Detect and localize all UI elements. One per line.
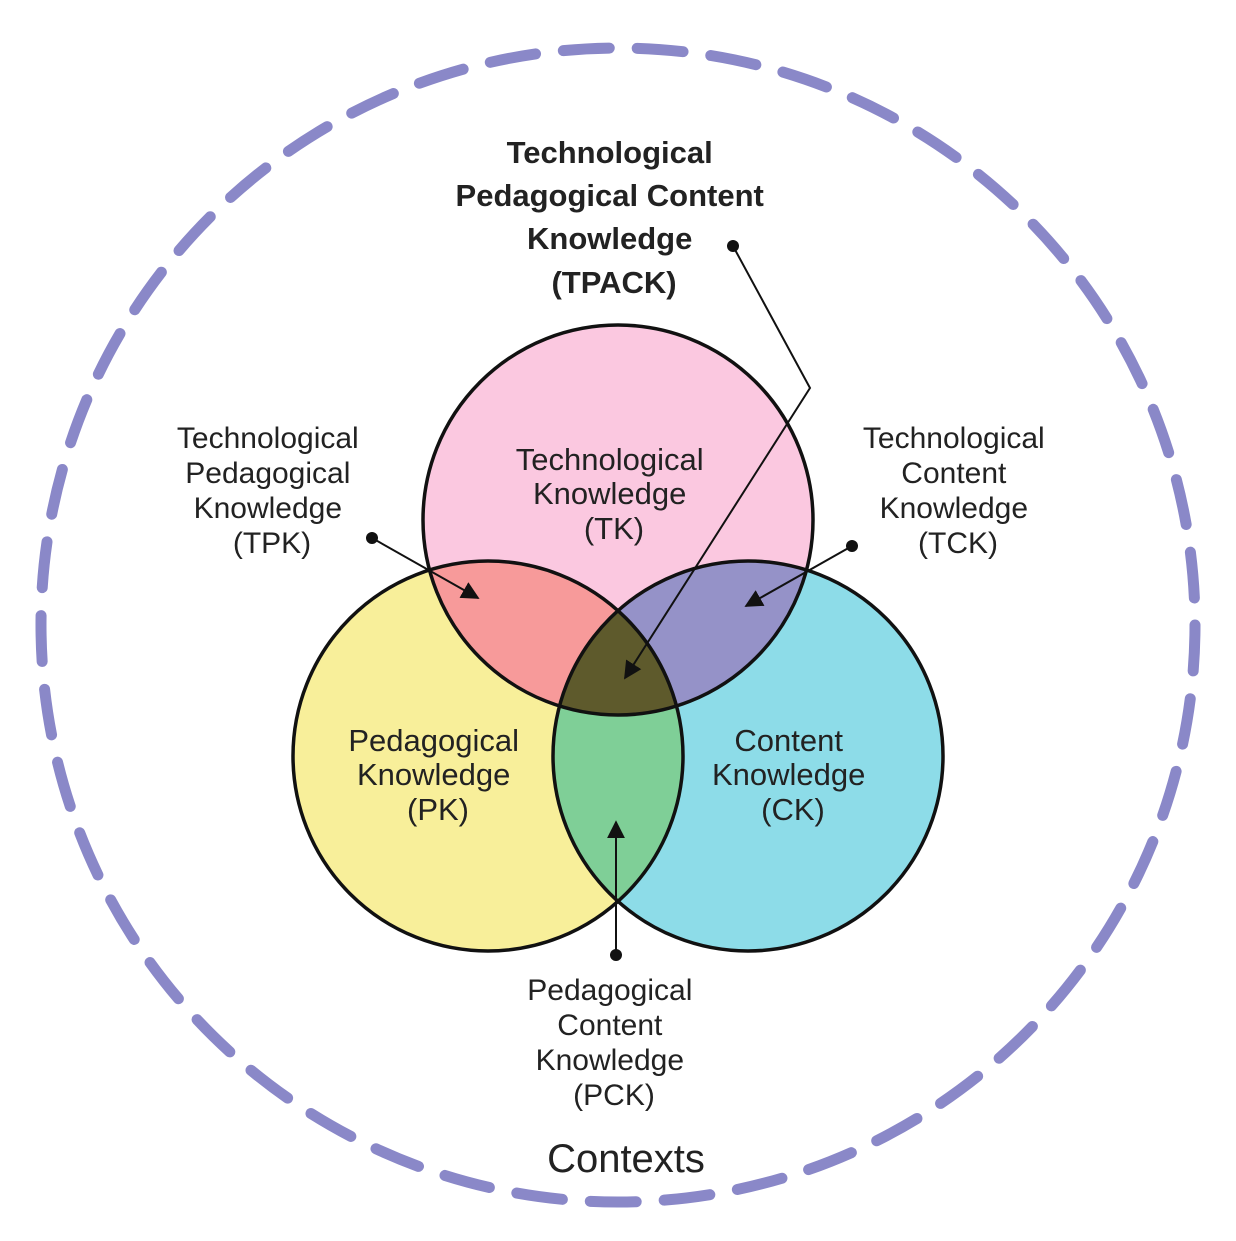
leader-dots xyxy=(366,240,858,961)
tpack-leader xyxy=(624,245,812,680)
ck-label: Content Knowledge (CK) xyxy=(712,723,874,827)
circle-outlines xyxy=(291,323,945,953)
tpack-label: Technological Pedagogical Content Knowle… xyxy=(456,135,773,300)
tpk-leader xyxy=(371,537,480,599)
pk-label: Pedagogical Knowledge (PK) xyxy=(348,723,527,827)
tck-label: Technological Content Knowledge (TCK) xyxy=(863,422,1053,560)
leader-lines xyxy=(371,245,853,955)
pck-label: Pedagogical Content Knowledge (PCK) xyxy=(527,974,700,1112)
tpack-intersection xyxy=(553,561,683,715)
tk-label: Technological Knowledge (TK) xyxy=(516,442,712,546)
tck-leader-dot xyxy=(846,540,858,552)
contexts-label: Contexts xyxy=(547,1137,705,1181)
pck-leader-dot xyxy=(610,949,622,961)
contexts-ring xyxy=(35,42,1201,1208)
tpack-leader-dot xyxy=(727,240,739,252)
tpk-label: Technological Pedagogical Knowledge (TPK… xyxy=(177,422,367,560)
tpk-leader-dot xyxy=(366,532,378,544)
tck-leader xyxy=(744,545,853,607)
